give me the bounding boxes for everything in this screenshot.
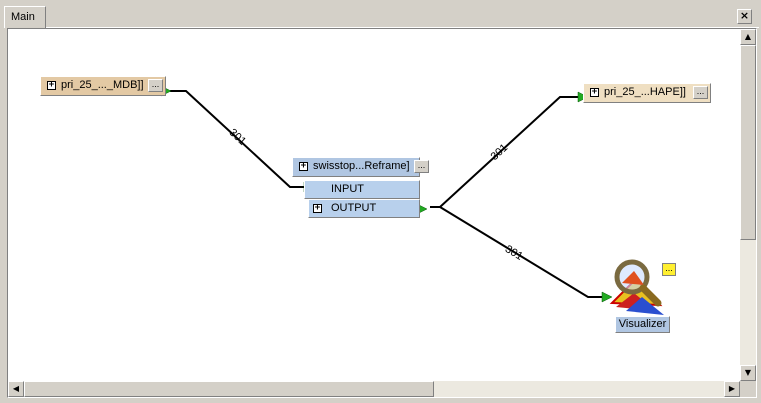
tab-divider — [46, 27, 759, 28]
workspace-canvas[interactable]: 301 301 301 + pri_25_..._MDB]] ... + swi… — [8, 29, 740, 381]
transformer-output-port[interactable]: + OUTPUT — [308, 199, 420, 218]
expand-icon[interactable]: + — [47, 80, 56, 90]
visualizer-input-arrow-icon[interactable] — [601, 291, 613, 303]
vertical-scroll-thumb[interactable] — [740, 45, 756, 240]
transformer-node-label: swisstop...Reframe] — [313, 160, 410, 172]
reader-menu-button[interactable]: ... — [148, 79, 163, 92]
visualizer-label-text: Visualizer — [618, 318, 667, 330]
reader-node[interactable]: + pri_25_..._MDB]] ... — [40, 76, 166, 96]
writer-node-label: pri_25_...HAPE]] — [604, 86, 686, 98]
tab-bar: Main × — [0, 0, 761, 28]
horizontal-scrollbar[interactable]: ◀ ▶ — [8, 381, 740, 397]
tab-main-label: Main — [11, 11, 35, 23]
visualizer-node-label[interactable]: Visualizer — [615, 316, 670, 333]
vertical-scrollbar[interactable]: ▲ ▼ — [740, 29, 756, 381]
scroll-left-icon[interactable]: ◀ — [8, 381, 24, 397]
transformer-node[interactable]: + swisstop...Reframe] ... — [292, 157, 429, 177]
expand-icon[interactable]: + — [590, 87, 599, 97]
scroll-right-icon[interactable]: ▶ — [724, 381, 740, 397]
transformer-input-port[interactable]: INPUT — [304, 180, 420, 199]
connection-output-to-visualizer[interactable] — [439, 206, 606, 298]
expand-icon[interactable]: + — [299, 161, 308, 171]
close-icon[interactable]: × — [737, 9, 752, 24]
visualizer-menu-button[interactable]: ... — [662, 263, 676, 276]
canvas-frame — [7, 28, 757, 398]
scrollbar-corner — [740, 381, 756, 397]
scroll-up-icon[interactable]: ▲ — [740, 29, 756, 45]
scroll-down-icon[interactable]: ▼ — [740, 365, 756, 381]
transformer-menu-button[interactable]: ... — [414, 160, 429, 173]
connection-reader-to-input[interactable] — [170, 90, 308, 188]
expand-icon[interactable]: + — [313, 203, 322, 213]
tab-main[interactable]: Main — [4, 6, 46, 28]
visualizer-magnifier-icon[interactable] — [606, 257, 676, 319]
writer-node[interactable]: + pri_25_...HAPE]] ... — [583, 83, 711, 103]
writer-menu-button[interactable]: ... — [693, 86, 708, 99]
connection-output-to-writer[interactable] — [430, 96, 582, 208]
reader-node-label: pri_25_..._MDB]] — [61, 79, 144, 91]
input-port-label: INPUT — [331, 183, 364, 195]
output-port-label: OUTPUT — [331, 202, 377, 214]
horizontal-scroll-thumb[interactable] — [24, 381, 434, 397]
connection-count-label: 301 — [503, 243, 525, 263]
